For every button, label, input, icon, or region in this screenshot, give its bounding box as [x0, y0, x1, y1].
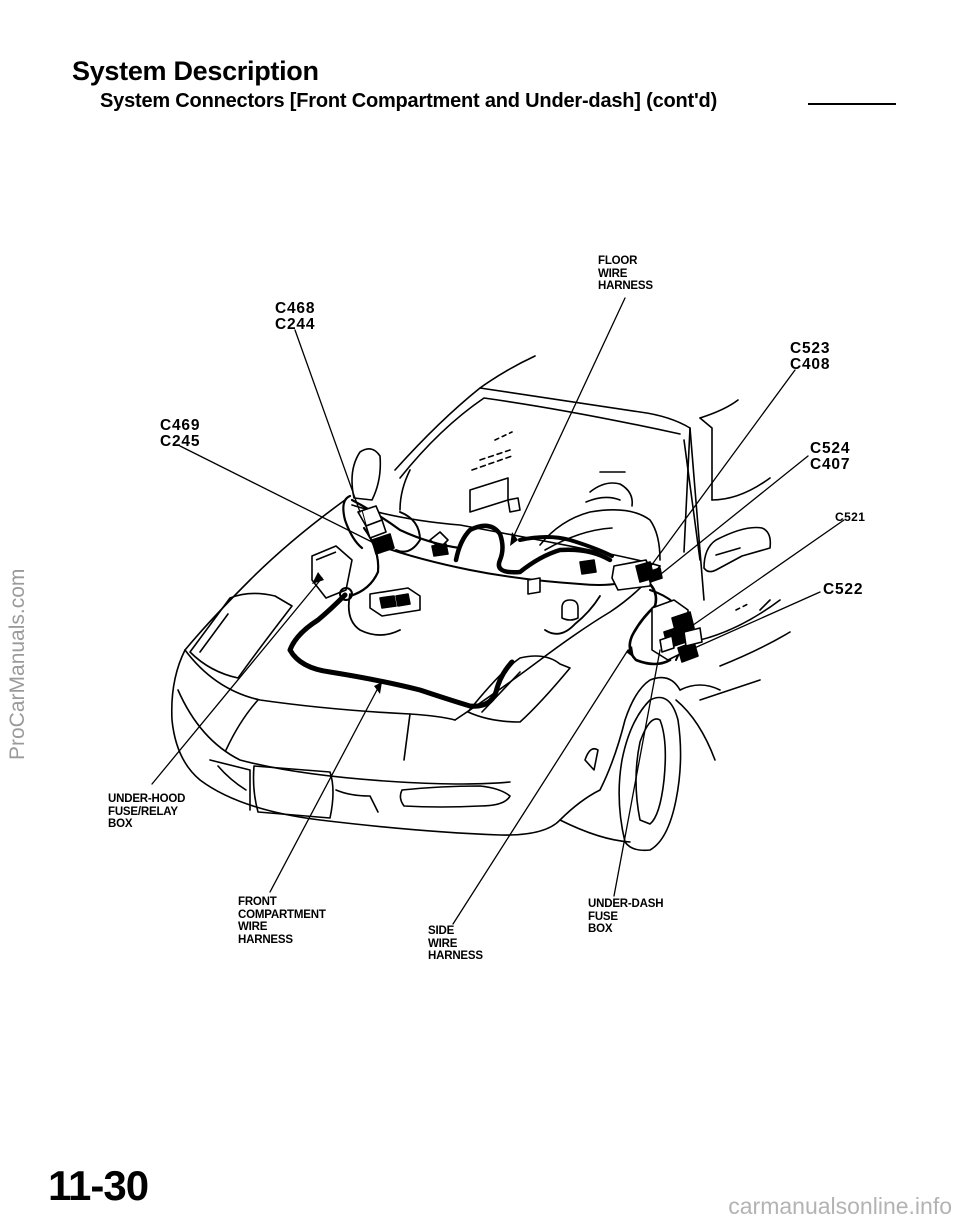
car-body [170, 355, 791, 852]
label-front-compartment-wire-harness: FRONT COMPARTMENT WIRE HARNESS [238, 896, 326, 946]
callout-c522: C522 [823, 581, 864, 598]
label-side-wire-harness: SIDE WIRE HARNESS [428, 925, 483, 962]
callout-c523-c408: C523 C408 [790, 340, 831, 373]
page-title: System Description [72, 56, 319, 86]
label-under-hood-fuse-relay-box: UNDER-HOOD FUSE/RELAY BOX [108, 793, 186, 830]
label-floor-wire-harness: FLOOR WIRE HARNESS [598, 255, 653, 292]
label-under-dash-fuse-box: UNDER-DASH FUSE BOX [588, 898, 664, 935]
watermark-bottom: carmanualsonline.info [728, 1193, 952, 1219]
connector-blocks [311, 497, 703, 663]
page-number: 11-30 [48, 1162, 149, 1209]
callout-c521: C521 [835, 510, 866, 524]
callout-c469-c245: C469 C245 [160, 417, 201, 450]
callout-c524-c407: C524 C407 [810, 440, 851, 473]
watermark-side: ProCarManuals.com [6, 568, 29, 760]
leader-lines [151, 297, 845, 925]
header-rule [808, 103, 896, 105]
leader-arrowheads [312, 532, 634, 694]
page-subtitle: System Connectors [Front Compartment and… [100, 90, 718, 112]
callout-c468-c244: C468 C244 [275, 300, 316, 333]
